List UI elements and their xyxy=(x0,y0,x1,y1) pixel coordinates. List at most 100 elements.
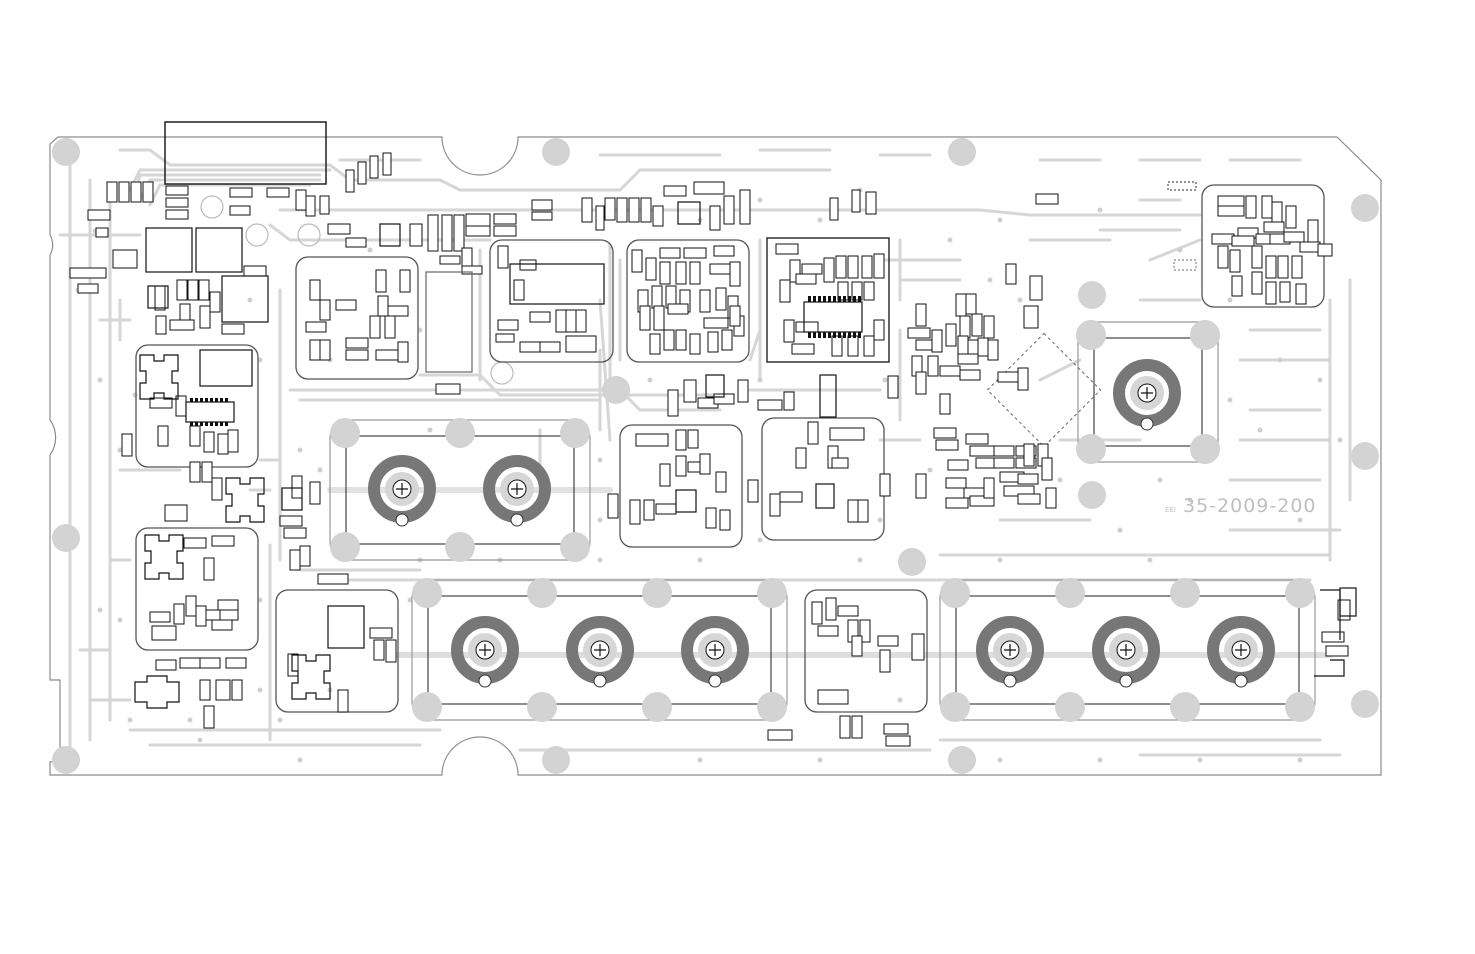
smd-part xyxy=(710,206,720,230)
smd-part xyxy=(852,636,862,656)
mounting-hole xyxy=(542,138,570,166)
smd-part xyxy=(1018,474,1038,484)
via-dot xyxy=(698,758,703,763)
smd-part xyxy=(520,342,540,352)
smd-part xyxy=(694,182,724,194)
smd-part xyxy=(960,370,980,380)
smd-part xyxy=(383,153,391,175)
smd-part xyxy=(200,306,210,328)
via-dot xyxy=(998,758,1003,763)
ic-pin xyxy=(195,422,198,426)
smd-part xyxy=(916,304,926,326)
smd-part xyxy=(96,228,108,237)
via-dot xyxy=(1298,518,1303,523)
smd-part xyxy=(212,536,234,546)
smd-part xyxy=(336,300,356,310)
smd-part xyxy=(370,628,392,638)
smd-part xyxy=(644,500,654,520)
smd-part xyxy=(966,294,976,314)
via-dot xyxy=(188,718,193,723)
ic-package xyxy=(678,202,700,224)
via-dot xyxy=(1018,298,1023,303)
smd-part xyxy=(676,430,686,450)
smd-part xyxy=(556,310,566,332)
smd-part xyxy=(730,262,740,286)
via-dot xyxy=(883,378,888,383)
smd-part xyxy=(668,304,688,314)
ic-pin xyxy=(818,332,821,338)
smd-part xyxy=(724,196,734,224)
smd-part xyxy=(496,334,514,342)
smd-part xyxy=(466,214,490,226)
via-dot xyxy=(1098,758,1103,763)
smd-part xyxy=(1252,272,1262,294)
smd-part xyxy=(636,434,668,446)
smd-part xyxy=(200,680,210,700)
smd-part xyxy=(222,324,244,334)
ic-pin xyxy=(195,398,198,402)
smd-part xyxy=(306,322,326,332)
via-dot xyxy=(1198,758,1203,763)
smd-part xyxy=(653,206,663,226)
smd-part xyxy=(780,280,790,302)
smd-part xyxy=(916,372,926,394)
smd-part xyxy=(1232,236,1254,246)
smd-part xyxy=(204,432,214,452)
smd-part xyxy=(1292,256,1302,278)
smd-part xyxy=(320,196,329,214)
mounting-hole xyxy=(948,138,976,166)
smd-part xyxy=(641,198,651,222)
ic-pin xyxy=(828,296,831,302)
smd-part xyxy=(818,626,838,636)
smd-part xyxy=(946,324,956,346)
smd-part xyxy=(956,294,966,316)
smd-part xyxy=(244,266,266,276)
smd-part xyxy=(166,186,188,195)
smd-part xyxy=(1318,244,1332,256)
via-dot xyxy=(818,758,823,763)
ic-pin xyxy=(190,398,193,402)
smd-part xyxy=(374,640,384,660)
via-dot xyxy=(128,718,133,723)
smd-part xyxy=(300,546,310,566)
mounting-hole xyxy=(542,746,570,774)
smd-part xyxy=(288,654,298,676)
tuning-hole xyxy=(1235,675,1247,687)
mounting-hole xyxy=(52,746,80,774)
smd-part xyxy=(988,340,998,360)
smd-part xyxy=(984,316,994,338)
via-dot xyxy=(1148,558,1153,563)
ic-pin xyxy=(808,332,811,338)
smd-part xyxy=(1218,246,1228,268)
smd-part xyxy=(88,210,110,220)
smd-part xyxy=(454,215,464,251)
smd-part xyxy=(230,206,250,215)
dashed-footprint xyxy=(1174,260,1196,270)
smd-part xyxy=(218,600,238,610)
smd-part xyxy=(596,206,604,230)
via-dot xyxy=(1258,428,1263,433)
smd-part xyxy=(730,306,740,326)
smd-part xyxy=(1018,494,1040,504)
smd-part xyxy=(758,400,782,410)
smd-part xyxy=(864,282,874,300)
smd-part xyxy=(284,528,306,538)
smd-part xyxy=(346,338,368,348)
smd-part xyxy=(852,716,862,738)
smd-part xyxy=(498,246,508,268)
resonator-connectors xyxy=(374,365,1269,687)
smd-part xyxy=(848,336,858,356)
via-dot xyxy=(1228,298,1233,303)
smd-part xyxy=(796,274,816,284)
mounting-hole xyxy=(52,138,80,166)
smd-part xyxy=(186,596,196,616)
ic-pin xyxy=(843,332,846,338)
smd-part xyxy=(296,190,306,210)
smd-part xyxy=(385,316,395,338)
smd-part xyxy=(802,264,822,274)
smd-part xyxy=(770,494,780,516)
smd-part xyxy=(1262,196,1272,218)
smd-part xyxy=(199,280,209,300)
via-dot xyxy=(858,558,863,563)
via-dot xyxy=(758,198,763,203)
